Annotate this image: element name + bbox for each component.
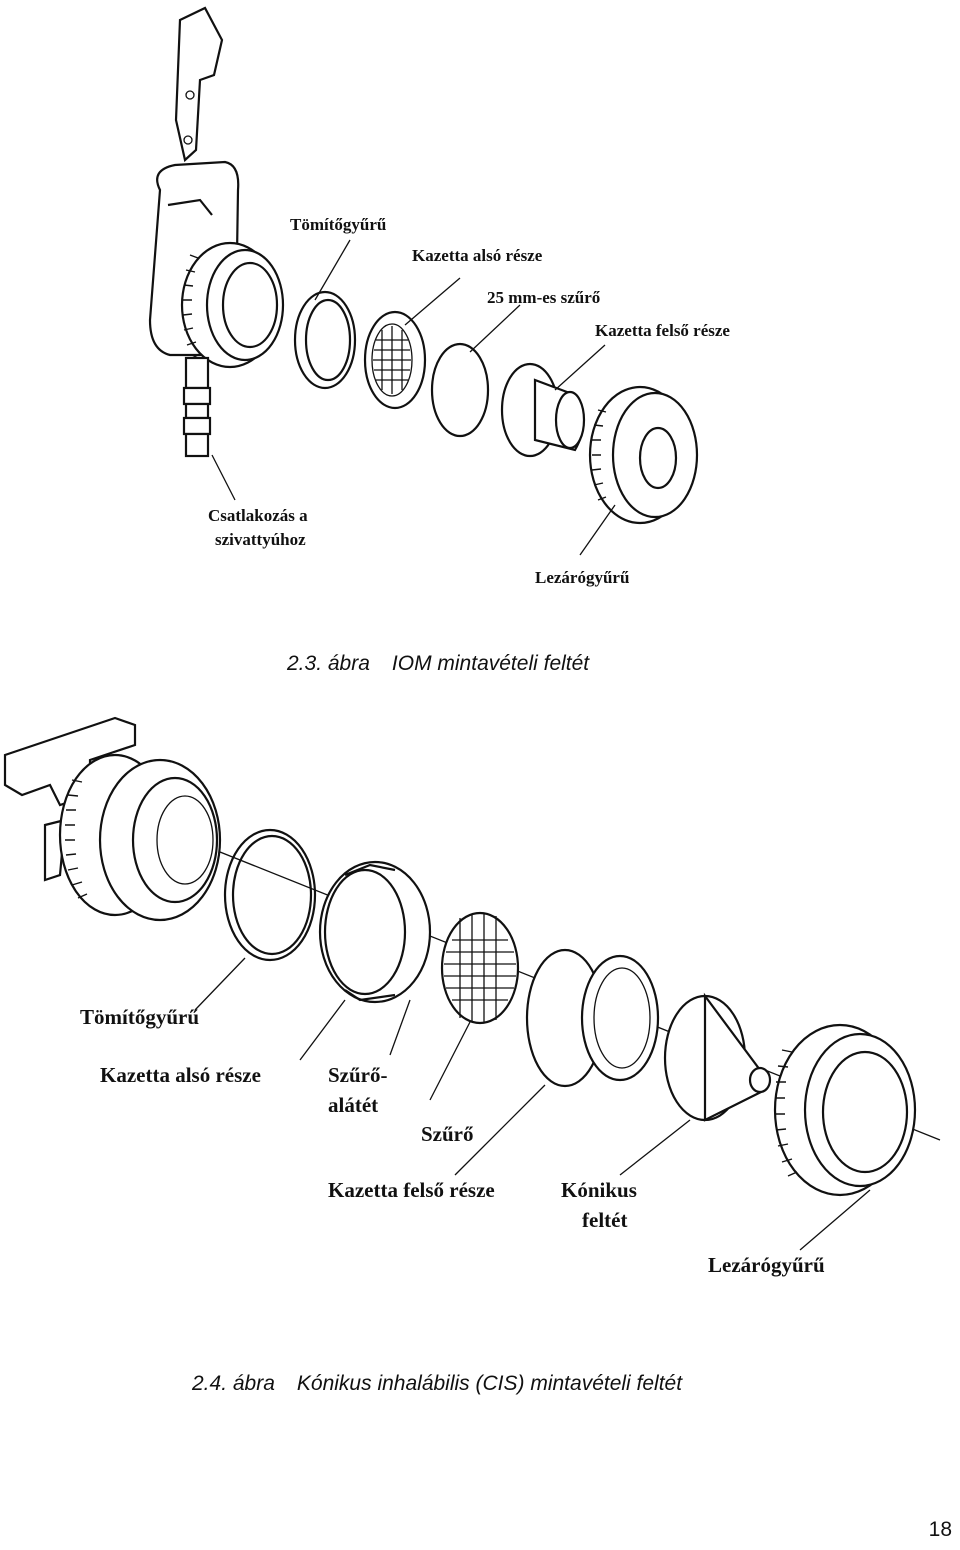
hose-barb	[182, 356, 212, 458]
label-conical-2: feltét	[582, 1208, 628, 1232]
locking-ring-2	[773, 1023, 917, 1197]
cis-sampler-drawing	[3, 716, 941, 1251]
figure1-caption: 2.3. ábra IOM mintavételi feltét	[287, 652, 589, 676]
figure1-caption-number: 2.3. ábra	[287, 652, 370, 675]
cassette-body	[58, 753, 222, 922]
leader-lines	[211, 239, 616, 556]
iom-sampler-figure: Tömítőgyűrű Kazetta alsó része 25 mm-es …	[0, 0, 960, 640]
label-filter-25mm: 25 mm-es szűrő	[487, 288, 601, 307]
label-seal-ring-2: Tömítőgyűrű	[80, 1005, 200, 1029]
label-pump-connection-2: szivattyúhoz	[215, 530, 306, 549]
conical-cap	[663, 992, 772, 1122]
label-cassette-lower-2: Kazetta alsó része	[100, 1063, 261, 1087]
figure1-caption-text: IOM mintavételi feltét	[391, 652, 590, 675]
holder-knurled-ring	[180, 241, 285, 369]
seal-ring	[293, 290, 357, 390]
filter-mesh-disc	[440, 911, 520, 1025]
label-conical-1: Kónikus	[561, 1178, 637, 1202]
label-filter-support-1: Szűrő-	[328, 1063, 388, 1087]
label-locking-ring: Lezárógyűrű	[535, 568, 630, 587]
cassette-lower-2	[318, 860, 432, 1004]
label-filter-support-2: alátét	[328, 1093, 379, 1117]
label-filter: Szűrő	[421, 1122, 474, 1146]
filter-disc	[430, 342, 490, 438]
clip-part	[174, 6, 224, 163]
label-locking-ring-2: Lezárógyűrű	[708, 1253, 825, 1277]
figure2-caption-text: Kónikus inhalábilis (CIS) mintavételi fe…	[296, 1372, 683, 1395]
label-seal-ring: Tömítőgyűrű	[290, 215, 387, 234]
label-cassette-upper-2: Kazetta felső része	[328, 1178, 495, 1202]
figure2-caption-number: 2.4. ábra	[192, 1372, 275, 1395]
label-cassette-upper: Kazetta felső része	[595, 321, 730, 340]
label-pump-connection-1: Csatlakozás a	[208, 506, 308, 525]
page-number: 18	[928, 1518, 952, 1541]
cassette-lower	[363, 310, 427, 410]
locking-ring	[588, 385, 699, 525]
cis-sampler-figure: Tömítőgyűrű Kazetta alsó része Szűrő- al…	[0, 700, 960, 1310]
cassette-upper	[500, 362, 586, 458]
cassette-upper-2	[525, 948, 660, 1088]
figure2-caption: 2.4. ábra Kónikus inhalábilis (CIS) minta…	[192, 1372, 682, 1396]
iom-sampler-drawing	[148, 6, 699, 556]
o-ring	[223, 828, 317, 962]
label-cassette-lower: Kazetta alsó része	[412, 246, 543, 265]
leader-lines-2	[194, 957, 871, 1251]
